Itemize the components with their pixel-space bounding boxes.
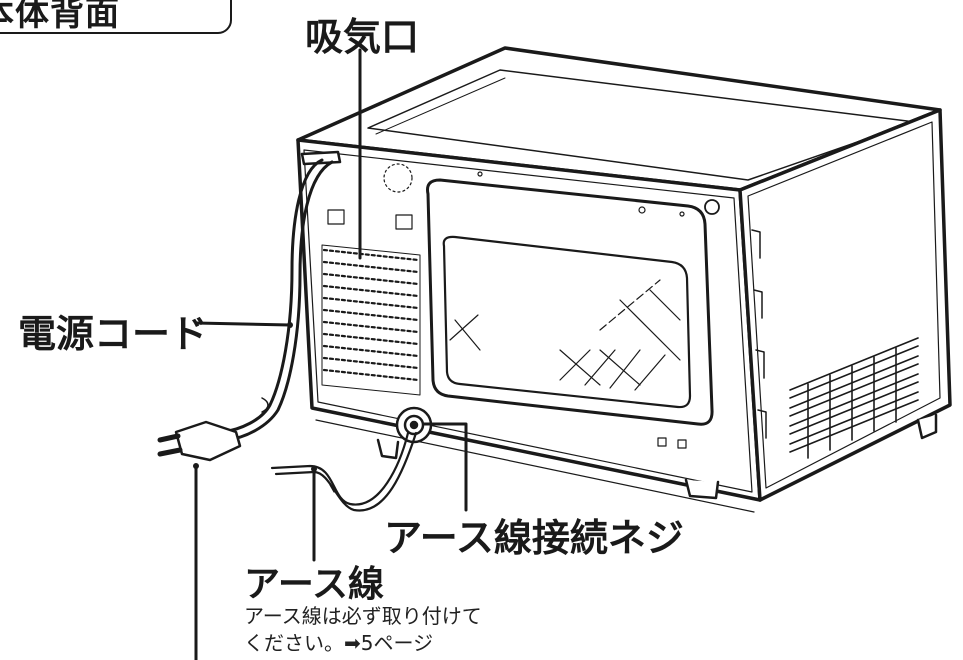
earth-note-line2: ください。➡5ページ [244,631,434,655]
section-tab: 本体背面 [0,0,232,34]
side-vents [789,337,919,459]
earth-wire-label: アース線 [244,564,385,605]
cord-exit-bracket [300,150,342,166]
power-cord-label: 電源コード [18,312,209,356]
foot-side [916,413,938,440]
section-title: 本体背面 [0,0,120,34]
foot-right [684,478,720,500]
earth-screw-label: アース線接続ネジ [384,516,684,560]
earth-screw [395,406,433,444]
rear-window [426,178,714,426]
air-intake-label: 吸気口 [305,15,420,59]
leader-lines [194,48,468,660]
earth-wire [270,431,410,506]
plug-body [174,420,242,462]
earth-note-line1: アース線は必ず取り付けて [244,604,482,628]
air-intake-grille [321,163,421,396]
foot-left [376,438,400,460]
